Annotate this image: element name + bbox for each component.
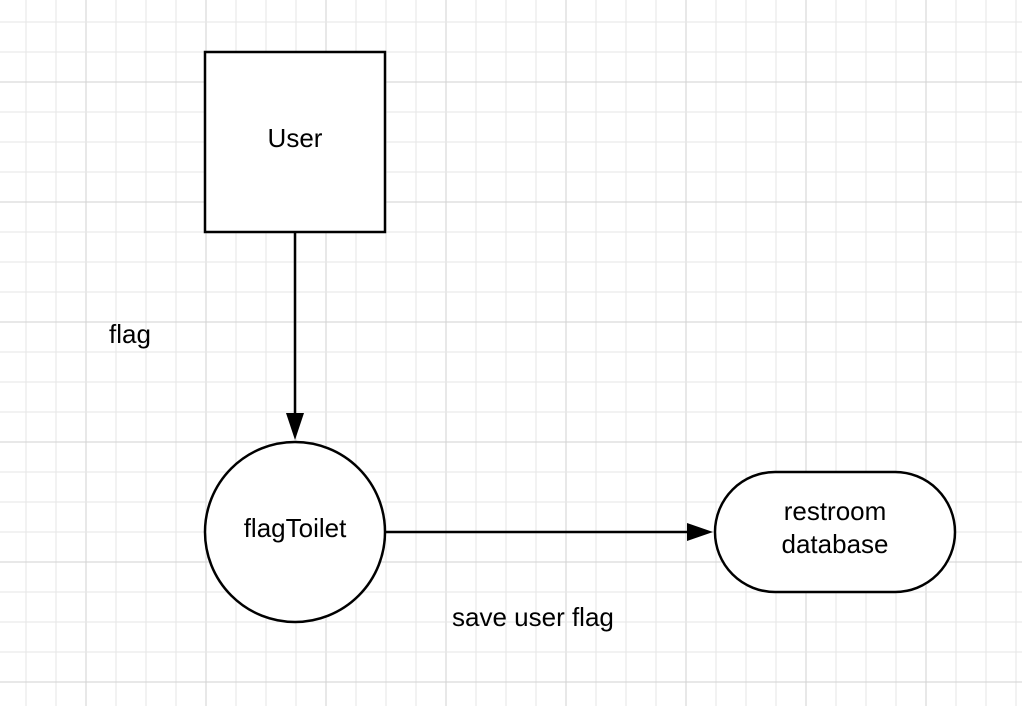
edge-label-save-user-flag: save user flag	[452, 602, 614, 632]
node-flag-toilet-label: flagToilet	[244, 513, 347, 543]
edge-flag-toilet-to-database[interactable]	[386, 523, 713, 541]
arrowhead-right-icon	[687, 523, 713, 541]
external-entity-box	[203, 50, 387, 234]
arrowhead-down-icon	[286, 413, 304, 440]
data-store-box	[713, 470, 957, 594]
node-user[interactable]: User	[203, 50, 387, 234]
process-circle	[203, 440, 387, 624]
node-restroom-database[interactable]: restroom database	[713, 470, 957, 594]
node-user-label: User	[268, 123, 323, 153]
node-flag-toilet[interactable]: flagToilet	[203, 440, 387, 624]
node-database-label-line1: restroom	[784, 496, 887, 526]
edge-label-flag: flag	[109, 319, 151, 349]
node-database-label-line2: database	[782, 529, 889, 559]
edge-user-to-flag-toilet[interactable]	[286, 232, 304, 440]
